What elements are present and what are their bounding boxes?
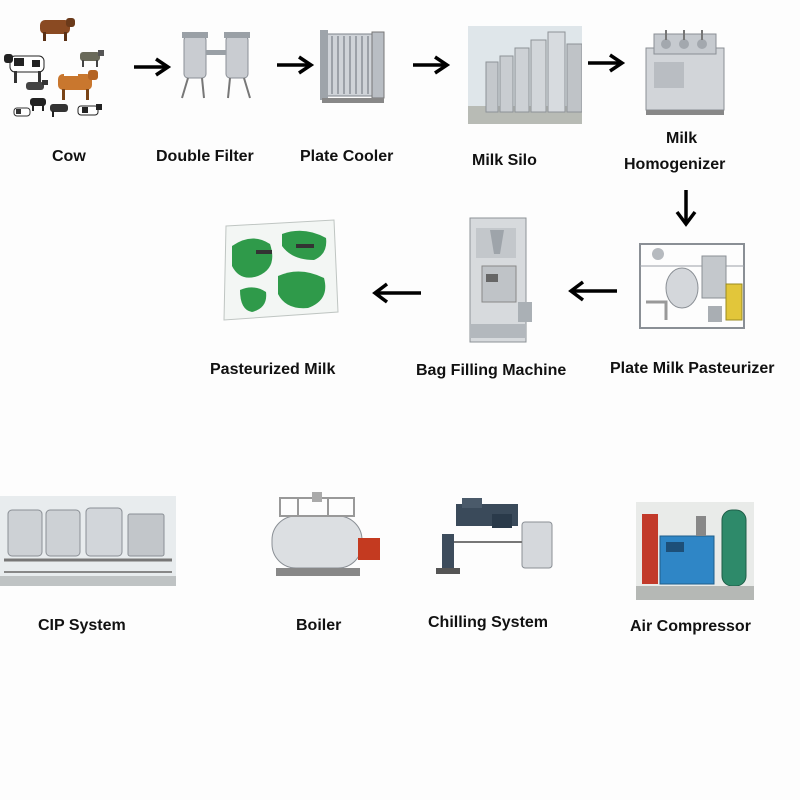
arrow-left-icon xyxy=(371,282,423,304)
boiler-icon xyxy=(258,490,382,582)
label-pasteurized-milk: Pasteurized Milk xyxy=(210,361,336,378)
label-chilling-system: Chilling System xyxy=(428,614,549,631)
arrow-right-icon xyxy=(411,55,451,75)
label-bag-filling-machine: Bag Filling Machine xyxy=(416,362,567,379)
label-cow: Cow xyxy=(52,148,86,165)
air-compressor-icon xyxy=(636,502,754,600)
label-homogenizer-line2: Homogenizer xyxy=(624,156,726,173)
milk-bag-icon xyxy=(218,216,342,324)
cip-system-icon xyxy=(0,496,176,586)
arrow-right-icon xyxy=(586,53,626,73)
chilling-system-icon xyxy=(432,496,560,580)
arrow-left-icon xyxy=(567,280,619,302)
arrow-right-icon xyxy=(275,55,315,75)
bag-filling-machine-icon xyxy=(454,214,540,346)
label-air-compressor: Air Compressor xyxy=(630,618,751,635)
label-homogenizer-line1: Milk xyxy=(666,130,698,147)
homogenizer-icon xyxy=(640,28,730,118)
label-milk-silo: Milk Silo xyxy=(472,152,537,169)
cows-icon xyxy=(2,12,114,122)
label-cip-system: CIP System xyxy=(38,617,126,634)
label-pasteurizer: Plate Milk Pasteurizer xyxy=(610,360,775,377)
label-double-filter: Double Filter xyxy=(156,148,254,165)
label-plate-cooler: Plate Cooler xyxy=(300,148,394,165)
milk-silo-icon xyxy=(468,26,582,124)
double-filter-icon xyxy=(174,28,258,102)
label-boiler: Boiler xyxy=(296,617,342,634)
plate-cooler-icon xyxy=(318,28,390,106)
arrow-down-icon xyxy=(674,188,698,228)
arrow-right-icon xyxy=(132,57,172,77)
pasteurizer-icon xyxy=(636,236,748,332)
